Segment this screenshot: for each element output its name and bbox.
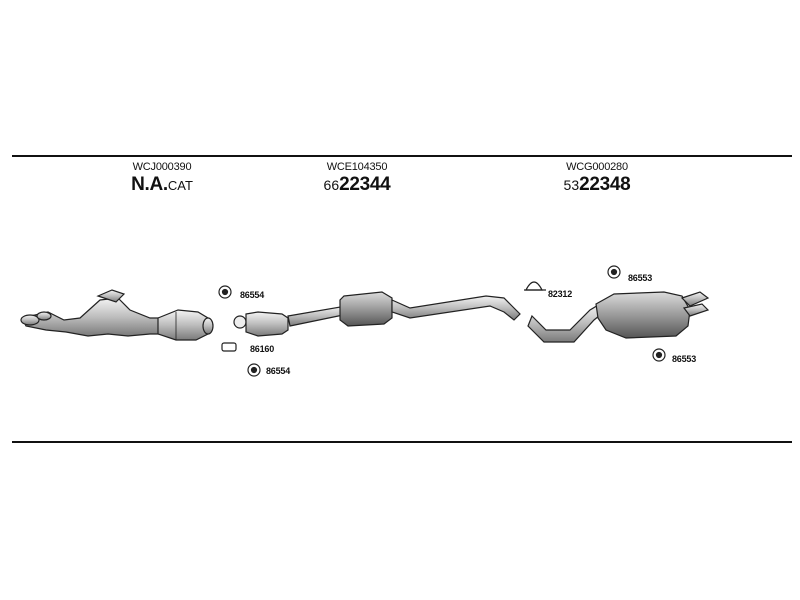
- rubber-mount-label-upper: 86553: [628, 273, 653, 283]
- ref-prefix-2: 66: [323, 177, 340, 193]
- ref-main-2: 22344: [339, 174, 391, 195]
- gasket-label: 86160: [250, 344, 275, 354]
- clamp-label-lower: 86554: [266, 366, 291, 376]
- gasket-icon: [221, 342, 237, 352]
- u-clamp-icon: [524, 281, 546, 291]
- section-ref-3: 5322348: [517, 174, 677, 196]
- middle-silencer: [233, 291, 521, 337]
- bottom-divider: [12, 441, 792, 443]
- rubber-mount-label-lower: 86553: [672, 354, 697, 364]
- section-ref-2: 6622344: [277, 174, 437, 196]
- section-code-2: WCE104350: [326, 161, 388, 173]
- section-ref-1: N.A.CAT: [82, 174, 242, 196]
- ref-main-1: N.A.: [131, 174, 168, 195]
- clamp-label-upper: 86554: [240, 290, 265, 300]
- section-code-3: WCG000280: [566, 161, 628, 173]
- rear-silencer: [527, 291, 710, 343]
- rubber-mount-icon: [218, 265, 666, 377]
- section-code-1: WCJ000390: [132, 161, 192, 173]
- ref-main-3: 22348: [579, 174, 631, 195]
- u-clamp-label: 82312: [548, 289, 573, 299]
- top-divider: [12, 155, 792, 157]
- front-pipe-catalyst: [20, 289, 214, 341]
- ref-suffix-1: CAT: [167, 178, 193, 193]
- ref-prefix-3: 53: [563, 177, 580, 193]
